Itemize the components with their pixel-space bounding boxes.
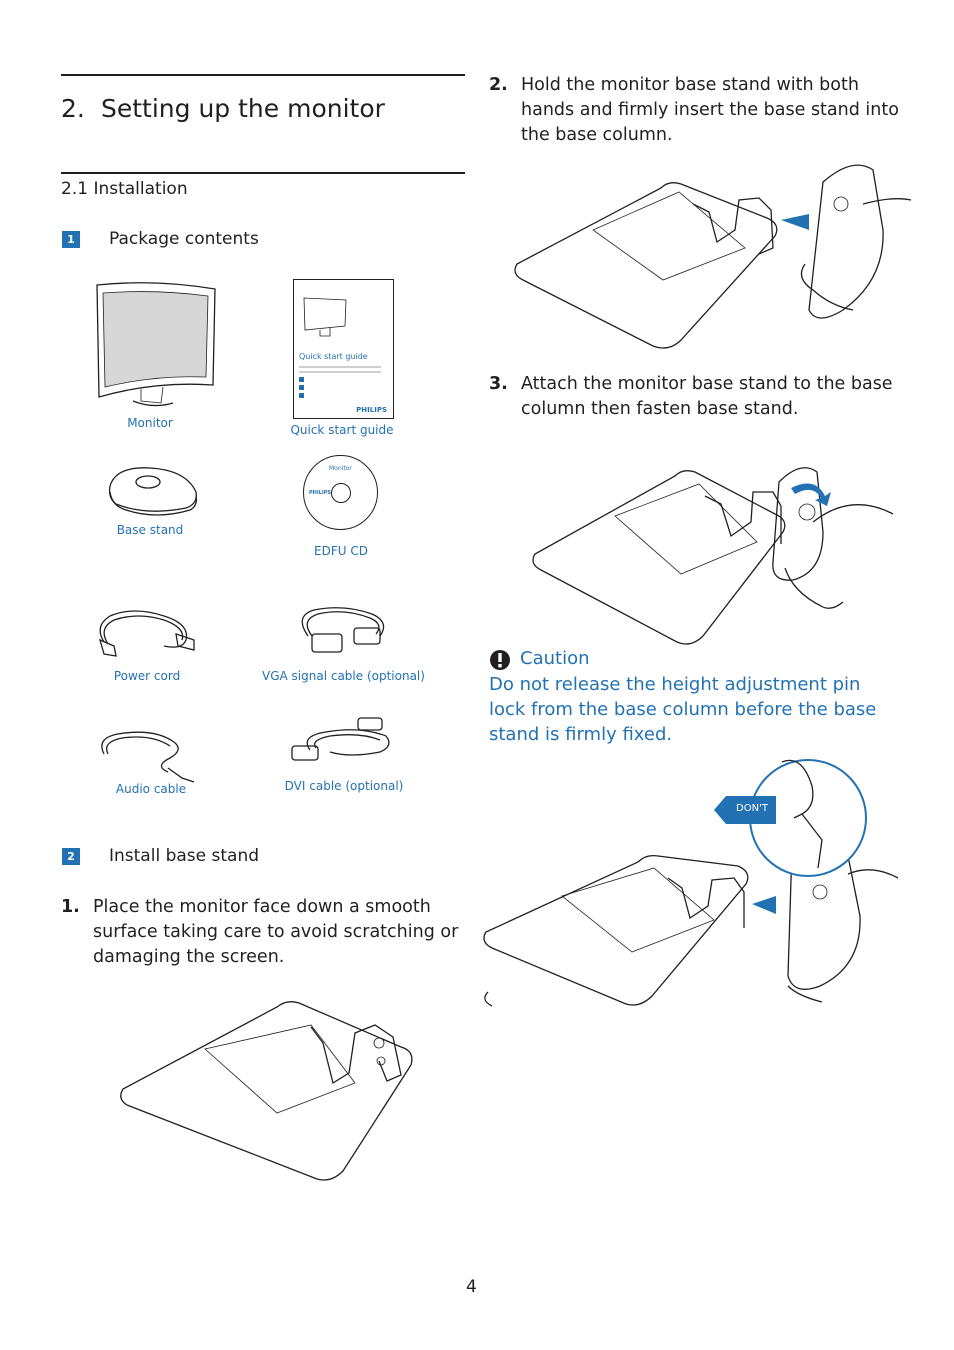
edfu-cd-illustration: Monitor PHILIPS: [303, 455, 378, 530]
power-cord-illustration: [98, 610, 195, 657]
cd-brand-logo: PHILIPS: [309, 490, 332, 496]
guide-text-line: [299, 366, 381, 368]
caption-monitor: Monitor: [127, 416, 173, 430]
caution-icon: [490, 650, 510, 670]
top-rule: [61, 74, 465, 76]
dvi-cable-illustration: [291, 717, 390, 761]
page-number: 4: [466, 1277, 477, 1297]
step-title-install-base-stand: Install base stand: [109, 846, 260, 866]
dont-release-pin-illustration: [483, 759, 899, 1007]
instruction-3-text: Attach the monitor base stand to the bas…: [521, 374, 893, 419]
dont-label: DON'T: [736, 803, 768, 814]
guide-bullet: [299, 377, 304, 382]
base-stand-illustration: [108, 467, 198, 516]
guide-monitor-thumb: [303, 297, 347, 337]
vga-cable-illustration: [301, 607, 385, 653]
step-badge-2: 2: [62, 848, 80, 865]
guide-bullet: [299, 385, 304, 390]
caption-quick-start-guide: Quick start guide: [290, 423, 394, 437]
page-title: 2.Setting up the monitor: [61, 94, 385, 123]
instruction-1: 1. Place the monitor face down a smooth …: [61, 895, 471, 970]
instruction-2: 2. Hold the monitor base stand with both…: [489, 73, 899, 148]
caution-text: Do not release the height adjustment pin…: [489, 674, 877, 745]
instruction-1-number: 1.: [61, 897, 80, 917]
caption-vga-cable: VGA signal cable (optional): [262, 669, 425, 683]
insert-base-stand-illustration: [514, 164, 912, 349]
instruction-2-number: 2.: [489, 75, 508, 95]
caption-edfu-cd: EDFU CD: [314, 544, 368, 558]
caption-power-cord: Power cord: [113, 669, 181, 683]
guide-text-line: [299, 371, 381, 373]
step-title-package-contents: Package contents: [109, 229, 259, 249]
caption-base-stand: Base stand: [116, 523, 184, 537]
caution-title: Caution: [520, 648, 590, 669]
instruction-3: 3. Attach the monitor base stand to the …: [489, 372, 899, 422]
step-badge-1: 1: [62, 231, 80, 248]
guide-brand-logo: PHILIPS: [356, 406, 387, 414]
quick-start-guide-illustration: Quick start guide PHILIPS: [293, 279, 394, 419]
monitor-illustration: [96, 282, 216, 407]
subsection-title: 2.1 Installation: [61, 179, 188, 199]
monitor-face-down-illustration: [120, 1001, 413, 1181]
instruction-3-number: 3.: [489, 374, 508, 394]
guide-bullet: [299, 393, 304, 398]
caption-audio-cable: Audio cable: [115, 782, 187, 796]
section-rule: [61, 172, 465, 174]
audio-cable-illustration: [101, 731, 195, 783]
cd-hole: [331, 483, 351, 503]
instruction-1-text: Place the monitor face down a smooth sur…: [93, 897, 459, 967]
caption-dvi-cable: DVI cable (optional): [284, 779, 404, 793]
cd-label-title: Monitor: [329, 465, 352, 472]
guide-cover-title: Quick start guide: [299, 352, 368, 361]
instruction-2-text: Hold the monitor base stand with both ha…: [521, 75, 899, 145]
fasten-base-stand-illustration: [532, 467, 894, 645]
